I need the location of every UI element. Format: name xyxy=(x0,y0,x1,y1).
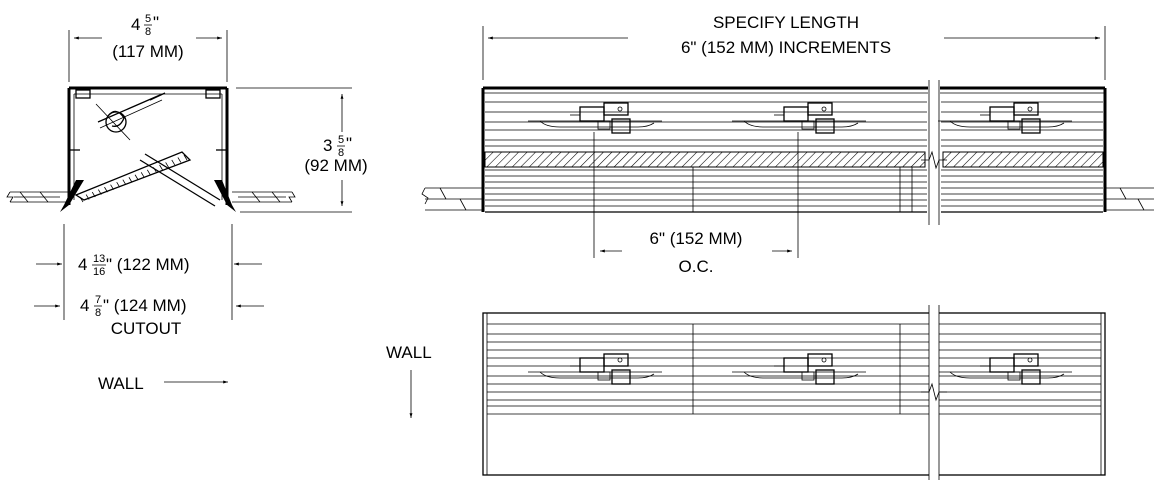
cutout-rest: " (124 MM) xyxy=(103,296,187,315)
width-frac-num: 5 xyxy=(145,13,151,25)
length-line2: 6" (152 MM) INCREMENTS xyxy=(681,38,891,57)
elevation-clip xyxy=(732,102,866,134)
height-whole: 3 xyxy=(323,136,332,155)
elevation-clip xyxy=(528,102,662,134)
ceiling-panel-left xyxy=(6,191,68,203)
elevation-wall-right xyxy=(1106,187,1154,211)
plan-clip xyxy=(732,353,866,385)
opening-frac-den: 16 xyxy=(93,266,105,278)
plan-clip xyxy=(528,353,662,385)
opening-whole: 4 xyxy=(78,255,87,274)
plan-clips xyxy=(528,353,1072,385)
height-mm: (92 MM) xyxy=(304,156,367,175)
plan-wall-label: WALL xyxy=(386,343,432,362)
width-whole: 4 xyxy=(131,15,140,34)
ceiling-panel-right xyxy=(232,191,296,203)
spacing-line2: O.C. xyxy=(679,257,714,276)
plan-view: WALL xyxy=(386,305,1106,480)
length-line1: SPECIFY LENGTH xyxy=(713,13,859,32)
cutout-whole: 4 xyxy=(80,296,89,315)
deflector-blades xyxy=(74,151,221,207)
plan-break xyxy=(921,305,947,480)
elevation-housing xyxy=(481,86,1107,213)
height-dimension xyxy=(236,87,352,213)
width-inch-mark: " xyxy=(153,13,159,32)
opening-rest: " (122 MM) xyxy=(106,255,190,274)
width-frac-den: 8 xyxy=(145,26,151,38)
elevation-view: SPECIFY LENGTH 6" (152 MM) INCREMENTS xyxy=(421,13,1154,276)
section-wall-label: WALL xyxy=(98,374,144,393)
cutout-frac-den: 8 xyxy=(95,307,101,319)
height-frac-den: 8 xyxy=(338,147,344,159)
spacing-line1: 6" (152 MM) xyxy=(650,229,743,248)
height-frac-num: 5 xyxy=(338,134,344,146)
plan-clip xyxy=(938,353,1072,385)
width-mm: (117 MM) xyxy=(112,42,183,61)
elevation-wall-left xyxy=(421,187,482,211)
cutout-frac-num: 7 xyxy=(95,294,101,306)
section-view: 4 5 8 " (117 MM) 3 5 8 " (92 MM) 4 13 xyxy=(6,13,368,393)
elevation-break xyxy=(921,80,947,225)
elevation-clip xyxy=(938,102,1072,134)
height-inch-mark: " xyxy=(346,134,352,153)
pattern-controller xyxy=(95,92,166,141)
width-dimension xyxy=(68,30,228,82)
cutout-label: CUTOUT xyxy=(111,319,182,338)
opening-frac-num: 13 xyxy=(93,253,105,265)
opening-dimension xyxy=(34,224,264,320)
diffuser-housing xyxy=(60,86,236,212)
elevation-clips xyxy=(528,102,1072,134)
